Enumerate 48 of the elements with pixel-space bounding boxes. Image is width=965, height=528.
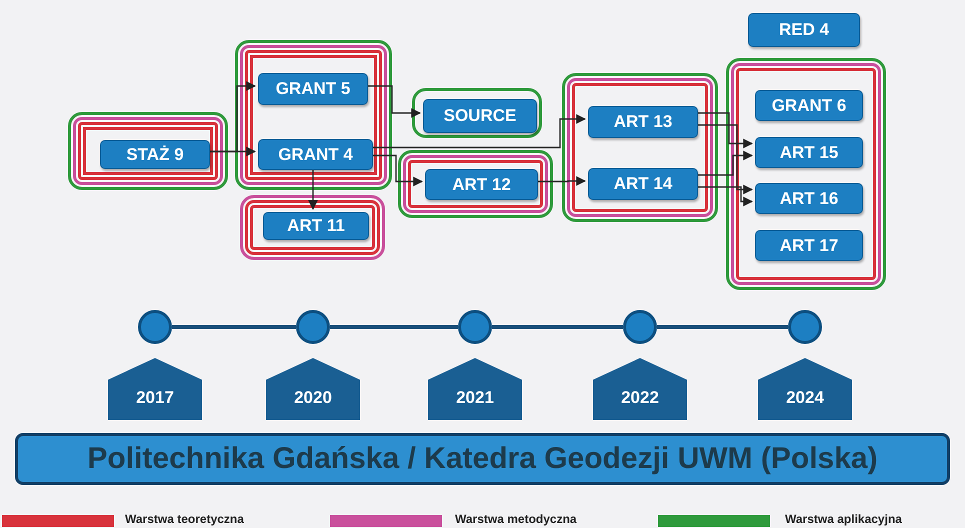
- project-box: ART 16: [755, 183, 863, 214]
- connector-line: [330, 325, 458, 329]
- project-box: GRANT 4: [258, 139, 373, 170]
- project-box: SOURCE: [423, 99, 537, 133]
- project-box: ART 14: [588, 168, 698, 200]
- arrow: [695, 186, 753, 206]
- connector-line: [492, 325, 623, 329]
- year-marker: 2021: [428, 358, 522, 420]
- year-marker: 2017: [108, 358, 202, 420]
- institution-banner: Politechnika Gdańska / Katedra Geodezji UWM (Polska): [15, 433, 950, 485]
- timeline-dot: [296, 310, 330, 344]
- layer-frame: [240, 195, 385, 260]
- project-box: ART 11: [263, 212, 369, 240]
- layer-frame: [68, 112, 228, 190]
- project-box: STAŻ 9: [100, 140, 210, 169]
- project-box: ART 15: [755, 137, 863, 168]
- project-box: ART 13: [588, 106, 698, 138]
- arrow: [695, 124, 753, 194]
- arrow: [365, 85, 421, 118]
- project-box: ART 12: [425, 169, 538, 200]
- layer-frame: [235, 40, 392, 190]
- arrow: [695, 150, 753, 176]
- arrow: [535, 176, 586, 186]
- layer-frame: [412, 88, 542, 138]
- connector-line: [657, 325, 788, 329]
- legend-label: Warstwa aplikacyjna: [785, 512, 902, 526]
- project-box: RED 4: [748, 13, 860, 47]
- timeline-dot: [458, 310, 492, 344]
- project-box: GRANT 6: [755, 90, 863, 121]
- year-marker: 2020: [266, 358, 360, 420]
- legend-label: Warstwa metodyczna: [455, 512, 577, 526]
- timeline-dot: [788, 310, 822, 344]
- arrow: [370, 154, 423, 186]
- layer-frame: [562, 73, 718, 222]
- arrow: [695, 112, 753, 148]
- project-box: GRANT 5: [258, 73, 368, 105]
- arrow: [207, 146, 256, 156]
- project-box: ART 17: [755, 230, 863, 261]
- year-marker: 2024: [758, 358, 852, 420]
- timeline-dot: [623, 310, 657, 344]
- layer-frame: [398, 150, 553, 218]
- arrow: [370, 114, 586, 148]
- arrow: [308, 167, 318, 210]
- timeline-dot: [138, 310, 172, 344]
- year-marker: 2022: [593, 358, 687, 420]
- connector-line: [172, 325, 296, 329]
- layer-frame: [726, 58, 886, 290]
- legend-label: Warstwa teoretyczna: [125, 512, 244, 526]
